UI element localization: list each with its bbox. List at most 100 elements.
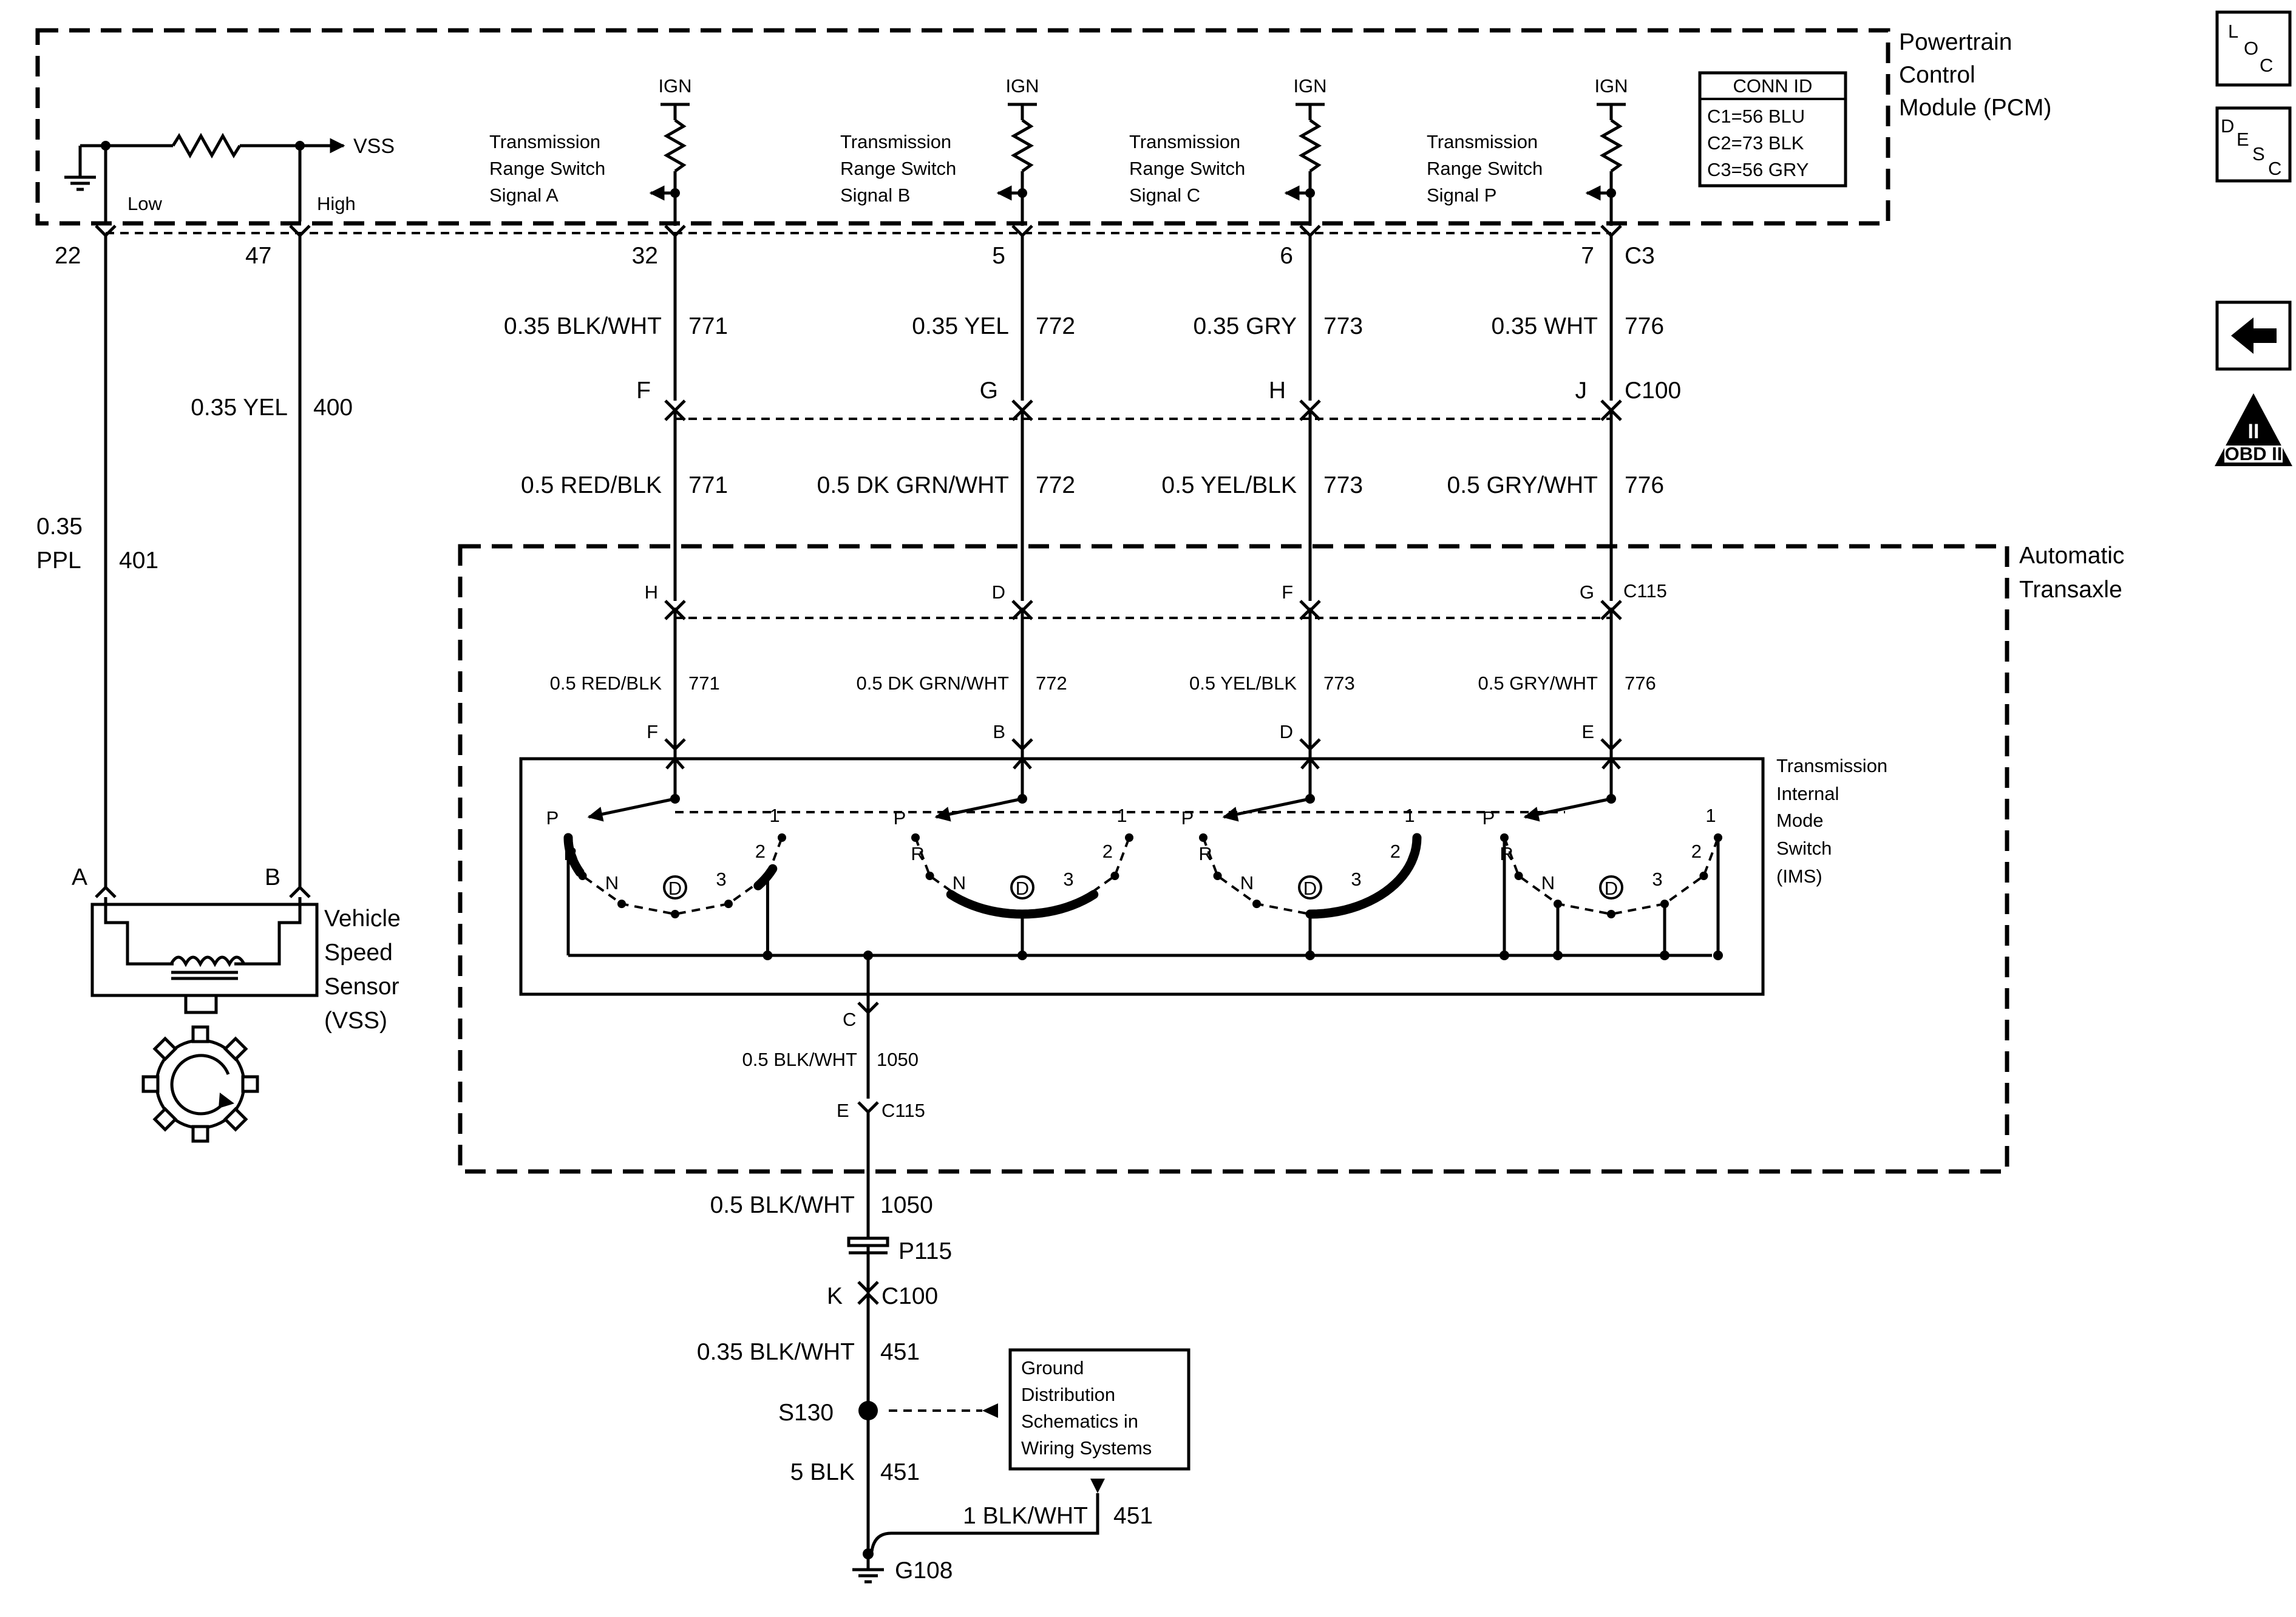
vss-pin-a: A <box>72 864 87 890</box>
obd-ii-icon[interactable]: II OBD II <box>2215 393 2292 466</box>
wire-lower-label: 0.5 RED/BLK <box>550 673 662 694</box>
position-d-label: D <box>1303 878 1317 899</box>
wire-451c-label: 1 BLK/WHT <box>963 1503 1088 1529</box>
position-r-label: R <box>1500 843 1513 864</box>
pull-up-resistor <box>663 118 687 173</box>
wire-middle-circuit: 776 <box>1625 472 1664 498</box>
wire-middle-circuit: 772 <box>1036 472 1075 498</box>
ims-boundary <box>519 757 1765 996</box>
svg-text:C: C <box>2260 55 2273 76</box>
position-n-label: N <box>1240 872 1254 893</box>
c115-pin: G <box>1580 581 1594 603</box>
wire-lower-label: 0.5 GRY/WHT <box>1478 673 1598 694</box>
c115-pin: F <box>1282 581 1293 603</box>
ref-box-line2: Distribution <box>1021 1384 1115 1405</box>
wire-451b-label: 5 BLK <box>790 1459 855 1485</box>
ign-label: IGN <box>658 75 691 97</box>
pcm-pin: 6 <box>1280 243 1293 269</box>
wire-lower-circuit: 776 <box>1625 673 1656 694</box>
pcm-label-line2: Control <box>1899 62 1975 88</box>
pcm-module: Powertrain Control Module (PCM) <box>35 28 2051 226</box>
c100-pin: J <box>1575 378 1588 404</box>
svg-text:D: D <box>2221 115 2234 137</box>
back-arrow-icon[interactable] <box>2215 300 2292 371</box>
vss-circuit: VSS Low High 22 47 0.35 PPL 401 0.35 YEL… <box>36 132 395 898</box>
position-n-label: N <box>1541 872 1555 893</box>
wire-middle-label: 0.5 RED/BLK <box>521 472 662 498</box>
signal-label-line1: Transmission <box>1129 131 1240 152</box>
ims-label-line4: Switch <box>1776 838 1832 859</box>
vss-label-line2: Speed <box>324 940 393 966</box>
wire-upper-circuit: 776 <box>1625 313 1664 339</box>
position-n-label: N <box>605 872 619 893</box>
ign-label: IGN <box>1293 75 1326 97</box>
wire-upper-circuit: 771 <box>688 313 728 339</box>
signal-label-line1: Transmission <box>1427 131 1538 152</box>
position-d-label: D <box>1605 878 1618 899</box>
vss-signal-label: VSS <box>353 135 395 158</box>
c100-pin: G <box>980 378 998 404</box>
position-d-label: D <box>1016 878 1029 899</box>
wire-lower-label: 0.5 YEL/BLK <box>1189 673 1297 694</box>
position-p-label: P <box>1483 807 1495 829</box>
pcm-pin-47: 47 <box>245 243 271 269</box>
pcm-pin-22: 22 <box>55 243 81 269</box>
signal-label-line2: Range Switch <box>840 158 956 179</box>
c115-lower-label: C115 <box>881 1100 925 1121</box>
conn-id-row: C3=56 GRY <box>1707 159 1809 180</box>
connector-c3: C3 <box>1625 243 1655 269</box>
c115-pin-e: E <box>837 1100 849 1121</box>
ims-switches <box>568 811 1712 995</box>
conn-id-title: CONN ID <box>1733 75 1813 97</box>
position-r-label: R <box>1198 843 1212 864</box>
signal-label-line1: Transmission <box>840 131 951 152</box>
position-r-label: R <box>911 843 924 864</box>
svg-text:O: O <box>2244 38 2258 59</box>
conn-id-box <box>1698 71 1847 188</box>
wire-401-gauge: 0.35 <box>36 514 83 540</box>
signal-label-line1: Transmission <box>489 131 600 152</box>
wire-middle-circuit: 771 <box>688 472 728 498</box>
position-one-label: 1 <box>1116 805 1127 826</box>
connector-c115: C115 <box>1623 580 1667 602</box>
transaxle-module: Automatic Transaxle <box>458 543 2124 1174</box>
ground-g108: G108 <box>895 1558 953 1584</box>
svg-text:S: S <box>2252 143 2265 164</box>
position-three-label: 3 <box>1063 869 1073 890</box>
signal-label-line2: Range Switch <box>1427 158 1543 179</box>
wire-lower-label: 0.5 DK GRN/WHT <box>857 673 1010 694</box>
vss-pin-b: B <box>265 864 280 890</box>
position-one-label: 1 <box>1705 805 1716 826</box>
position-d-label: D <box>668 878 682 899</box>
c115-pin: D <box>992 581 1005 603</box>
svg-text:C: C <box>2268 158 2281 179</box>
ims-pin: B <box>993 721 1005 742</box>
pcm-pin: 5 <box>992 243 1005 269</box>
position-p-label: P <box>894 807 906 829</box>
position-two-label: 2 <box>1390 841 1401 862</box>
ground-distribution-ref-box[interactable] <box>1008 1348 1190 1471</box>
position-one-label: 1 <box>1404 805 1415 826</box>
loc-icon[interactable]: L O C <box>2215 10 2292 87</box>
ground-circuit: C 0.5 BLK/WHT 1050 E C115 0.5 BLK/WHT 10… <box>697 951 1190 1584</box>
transaxle-label-line2: Transaxle <box>2019 577 2122 603</box>
signal-label-line2: Range Switch <box>1129 158 1245 179</box>
wire-upper-circuit: 772 <box>1036 313 1075 339</box>
wire-upper-circuit: 773 <box>1323 313 1363 339</box>
ims-pin: E <box>1581 721 1594 742</box>
ref-box-line3: Schematics in <box>1021 1411 1138 1432</box>
pcm-pin: 7 <box>1581 243 1594 269</box>
wire-upper-label: 0.35 WHT <box>1491 313 1598 339</box>
pull-up-resistor <box>1298 118 1322 173</box>
wire-401-circuit: 401 <box>119 547 158 574</box>
pull-up-resistor <box>1599 118 1623 173</box>
signal-label-line3: Signal P <box>1427 185 1496 206</box>
conn-id-row: C2=73 BLK <box>1707 132 1804 154</box>
wire-400-label: 0.35 YEL <box>191 395 288 421</box>
position-three-label: 3 <box>1351 869 1361 890</box>
desc-icon[interactable]: D E S C <box>2215 106 2292 183</box>
